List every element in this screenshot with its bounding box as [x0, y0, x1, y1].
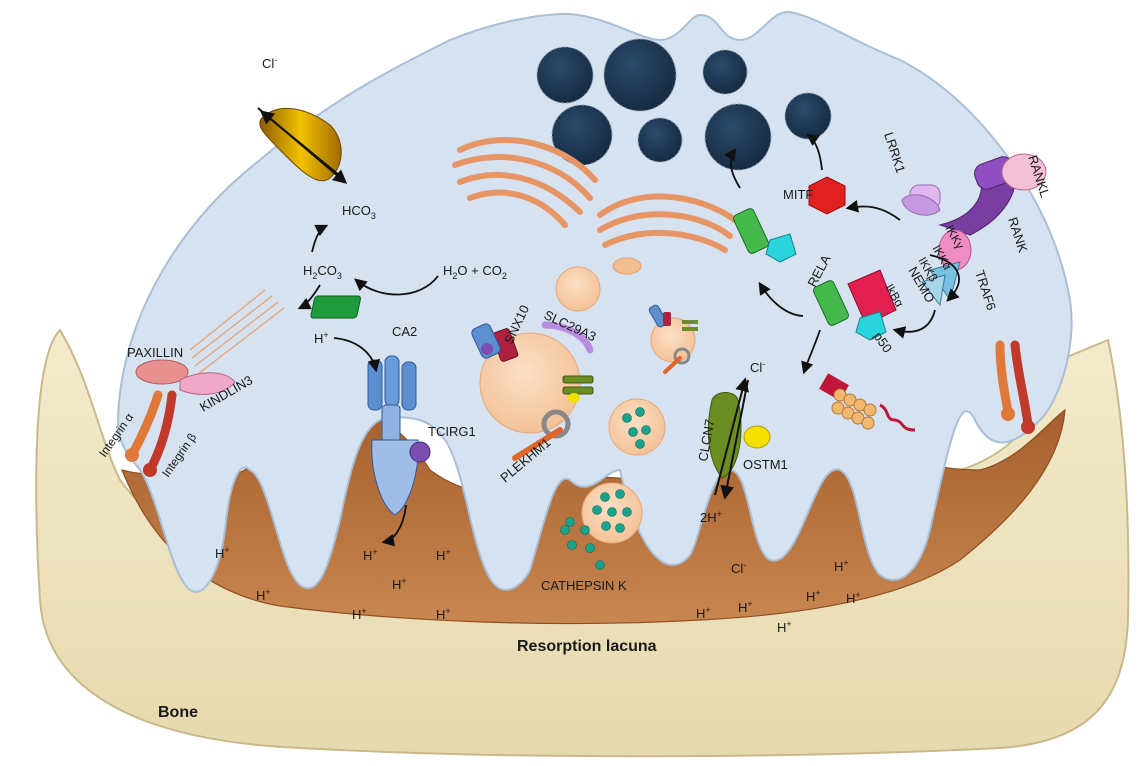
- golgi-vesicle: [613, 258, 641, 274]
- lysosome: [703, 50, 747, 94]
- vesicle-small: [556, 267, 600, 311]
- ca2-enzyme: [310, 296, 361, 318]
- mitf-label: MITF: [783, 187, 813, 202]
- tcirg1-label: TCIRG1: [428, 424, 476, 439]
- paxillin-label: PAXILLIN: [127, 345, 183, 360]
- cathepsin-k-label: CATHEPSIN K: [541, 578, 627, 593]
- lysosome: [705, 104, 771, 170]
- lysosome: [638, 118, 682, 162]
- ostm1-label: OSTM1: [743, 457, 788, 472]
- bone-label: Bone: [158, 704, 198, 721]
- lysosome: [604, 39, 676, 111]
- chloride-label-top: Cl-: [262, 55, 277, 71]
- resorption-lacuna-label: Resorption lacuna: [517, 638, 657, 655]
- lysosome: [785, 93, 831, 139]
- lysosome: [537, 47, 593, 103]
- ca2-label: CA2: [392, 324, 417, 339]
